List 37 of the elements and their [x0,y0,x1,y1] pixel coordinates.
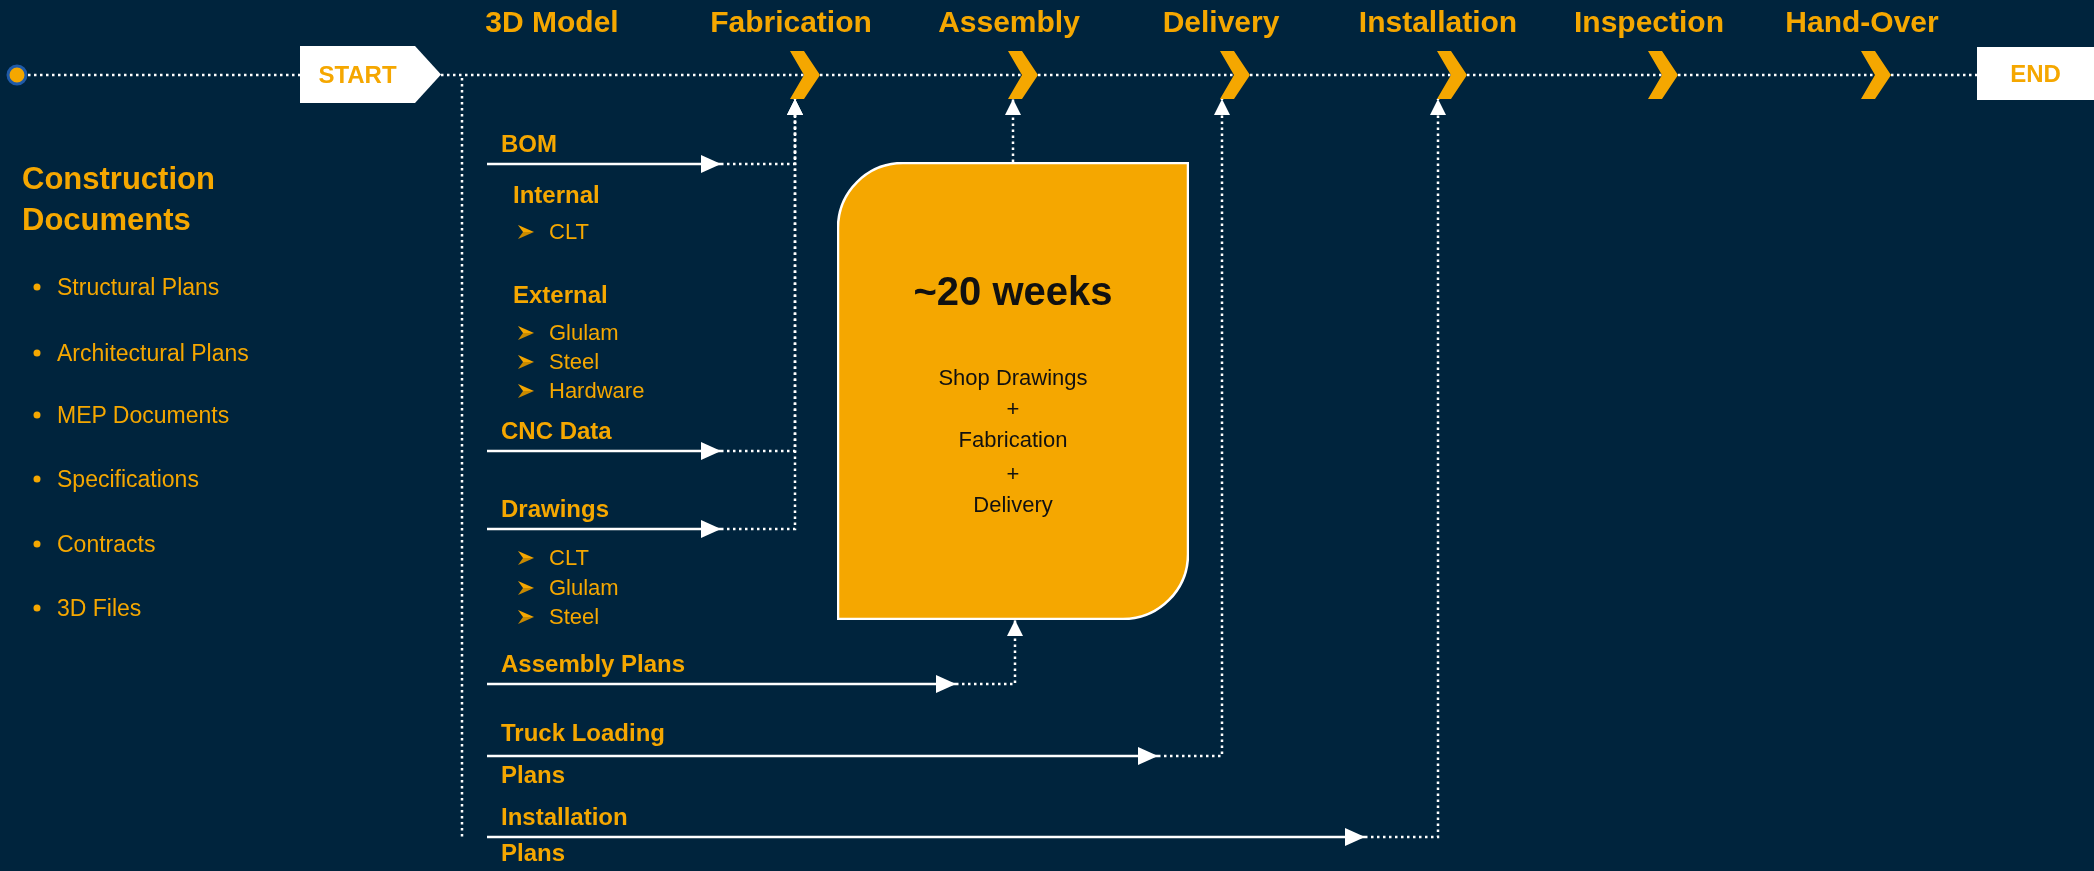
list-item: Structural Plans [57,273,220,301]
sub-heading: Internal [513,180,600,210]
stage-label: Assembly [937,4,1081,40]
start-tag: START [300,46,441,103]
input-label: CNC Data [487,415,707,451]
list-item: Specifications [57,465,199,493]
stage-label: Delivery [1161,4,1281,40]
end-tag: END [1977,47,2094,100]
list-item: Glulam [549,319,619,347]
stage-label: Inspection [1573,4,1725,40]
list-item: CLT [549,218,589,246]
input-label: Assembly Plans [487,648,727,684]
list-item: MEP Documents [57,401,230,429]
stage-label: Fabrication [709,4,873,40]
duration-label: ~20 weeks [912,268,1114,315]
list-item: Glulam [549,574,619,602]
box-text: Fabrication [957,426,1069,454]
input-label: Installation Plans [487,799,687,871]
box-text: + [1005,460,1021,488]
sub-heading: External [513,280,608,310]
list-item: Steel [549,603,600,631]
input-label: Drawings [487,493,707,529]
list-item: Steel [549,348,600,376]
list-item: Architectural Plans [57,339,249,367]
input-label: Truck Loading Plans [487,712,687,796]
input-label: BOM [487,128,707,164]
box-text: + [1005,395,1021,423]
list-item: 3D Files [57,594,142,622]
stage-label: Hand-Over [1784,4,1940,40]
box-text: Shop Drawings [937,364,1089,392]
box-text: Delivery [972,491,1054,519]
list-item: Contracts [57,530,156,558]
stage-label: 3D Model [484,4,620,40]
list-item: CLT [549,544,589,572]
stage-label: Installation [1357,4,1519,40]
section-heading: Construction Documents [22,160,216,239]
list-item: Hardware [549,377,645,405]
